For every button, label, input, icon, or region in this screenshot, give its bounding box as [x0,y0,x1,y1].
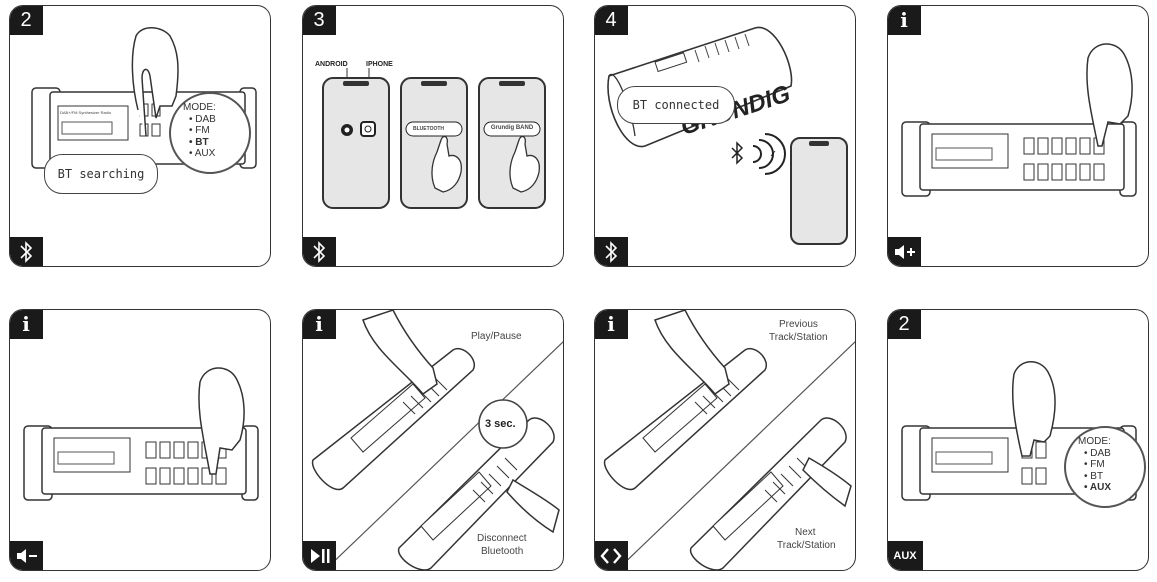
step-number-badge: 2 [10,6,43,35]
info-icon: i [303,310,336,339]
label-disconnect-line1: Disconnect [477,533,527,544]
step-number-badge: 4 [595,6,628,35]
phones-illustration [322,68,546,209]
step-panel-4: i [887,5,1149,267]
mode-item-dab: • DAB [1084,447,1111,459]
step-panel-3: 4 GRUNDIG BT connected [594,5,856,267]
label-next-line2: Track/Station [777,540,836,551]
bluetooth-icon [10,237,43,266]
mode-item-bt: • BT [189,136,209,148]
aux-icon: AUX [888,541,923,570]
step-number-badge: 3 [303,6,336,35]
label-previous-line2: Track/Station [769,332,828,343]
play-pause-icon [303,541,336,570]
info-icon: i [595,310,628,339]
hold-duration-label: 3 sec. [485,418,516,430]
step-panel-5: i [9,309,271,571]
mode-item-fm: • FM [189,125,210,136]
step-number-badge: 2 [888,310,921,339]
label-play-pause: Play/Pause [471,331,522,342]
step-panel-6: i Play/Pause 3 sec. Disconnect Bluetooth [302,309,564,571]
status-bubble: BT searching [44,154,158,194]
info-icon: i [10,310,43,339]
label-iphone: IPHONE [366,61,393,68]
mode-title: MODE: [183,102,216,113]
speaker-connected-illustration [607,26,848,245]
bluetooth-icon [303,237,336,266]
volume-down-icon [10,541,43,570]
status-bubble: BT connected [617,86,735,124]
mode-selector-circle: MODE: • DAB • FM • BT • AUX [169,92,251,174]
step-panel-2: 3 ANDROID IPHONE BLUETOOTH Grundig BAND [302,5,564,267]
mode-item-aux: • AUX [1084,482,1112,493]
step-panel-1: 2 DAB+/FM Synthesizer Radio BT searching… [9,5,271,267]
mode-item-fm: • FM [1084,459,1105,470]
radio-track-skip-illustration [603,310,855,570]
label-next-line1: Next [795,527,816,538]
phone-bluetooth-toggle-label: BLUETOOTH [413,126,445,132]
radio-play-pause-illustration [311,310,563,570]
label-android: ANDROID [315,61,348,68]
mode-title: MODE: [1078,436,1111,447]
bluetooth-icon [595,237,628,266]
label-previous-line1: Previous [779,319,818,330]
mode-selector-circle: MODE: • DAB • FM • BT • AUX [1064,426,1146,508]
volume-up-icon [888,237,921,266]
mode-item-aux: • AUX [189,148,216,159]
step-panel-7: i Previous Track/Station Next Track/Stat… [594,309,856,571]
radio-display-text: DAB+/FM Synthesizer Radio [60,110,112,115]
radio-volume-up-illustration [901,43,1137,197]
step-panel-8: 2 MODE: • DAB • FM • BT • AUX AUX [887,309,1149,571]
phone-device-name: Grundig BAND [490,125,534,131]
prev-next-icon [595,541,628,570]
info-icon: i [888,6,921,35]
radio-volume-down-illustration [23,367,259,501]
mode-item-dab: • DAB [189,113,216,125]
label-disconnect-line2: Bluetooth [481,546,524,557]
mode-item-bt: • BT [1084,470,1104,482]
